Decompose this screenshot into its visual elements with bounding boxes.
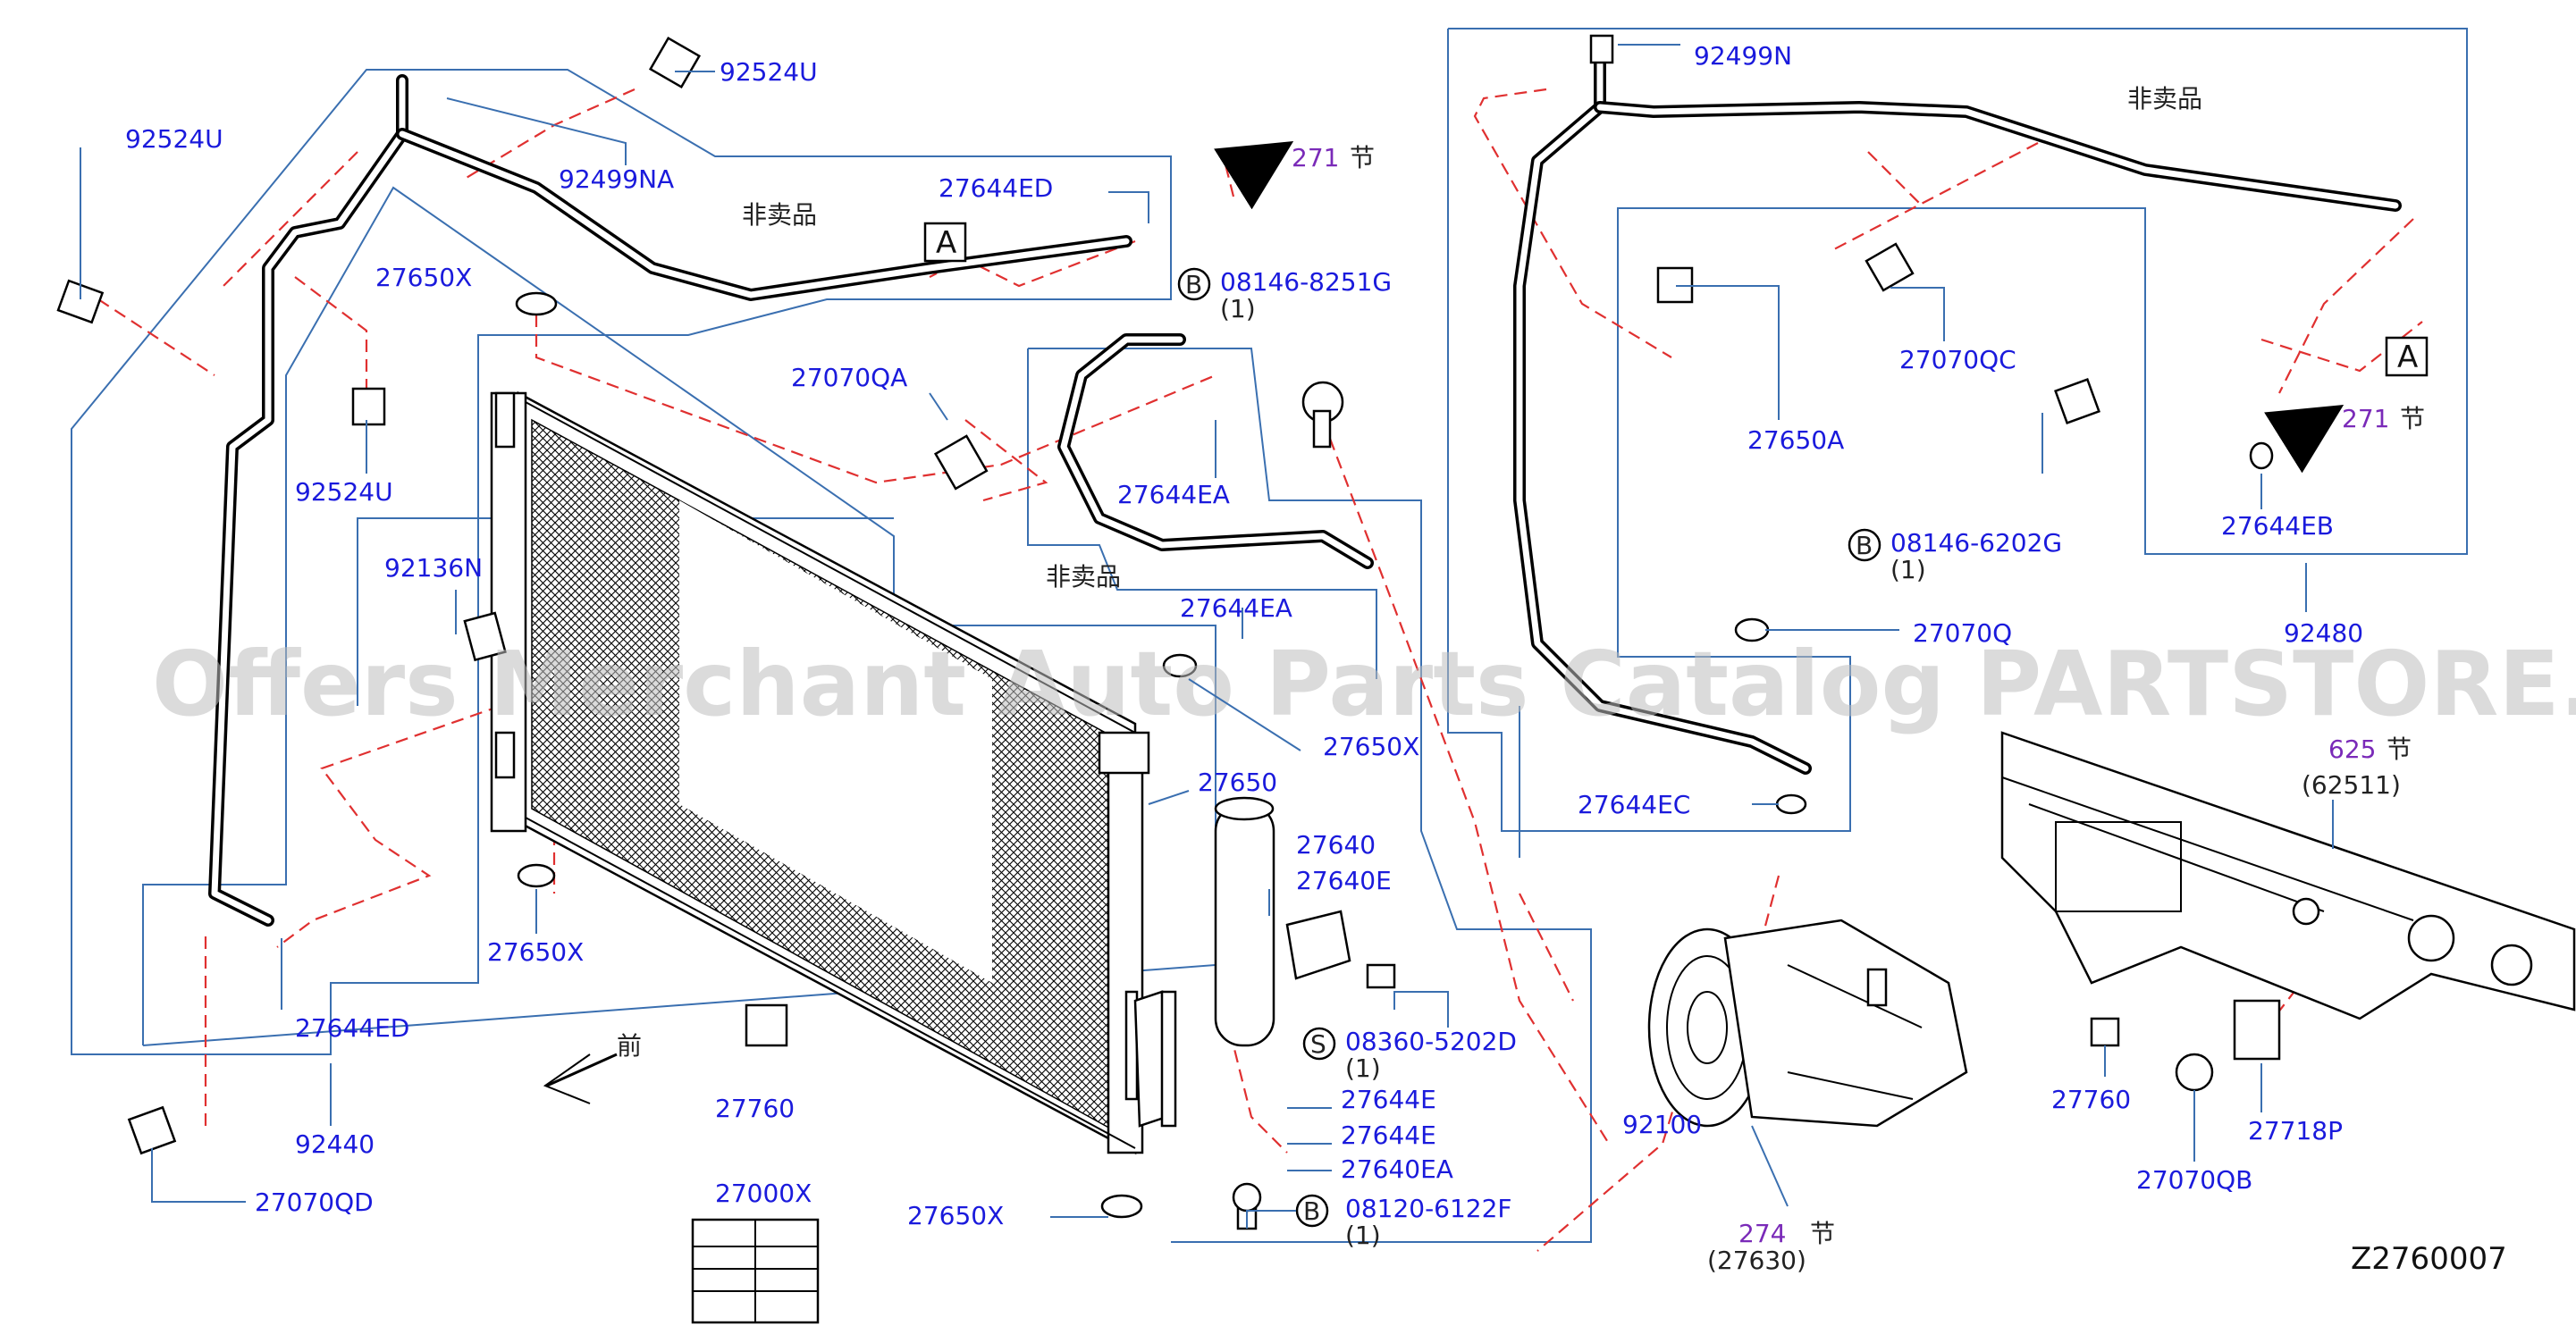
part-label-08120-6122F: 08120-6122F [1345,1194,1512,1223]
part-label-27644EB: 27644EB [2221,511,2334,541]
labels-left: 92524U 92524U 92499NA 非卖品 27644ED 271 节 … [125,57,1702,1250]
part-label-27070Q: 27070Q [1913,618,2012,648]
part-label-92524U-mid: 92524U [295,477,393,507]
labels-right: 92499N 非卖品 27070QC 27650A A 271 节 B 0814… [1578,41,2507,1277]
ref-arrow-271-top [1214,141,1294,210]
part-label-92524U-left: 92524U [125,124,223,154]
section-suffix-4: 节 [1810,1219,1835,1248]
part-label-27650X-right: 27650X [1323,732,1419,761]
callout-B-3: B [1856,531,1873,560]
section-suffix-2: 节 [2400,404,2425,433]
quantity-1a: (1) [1220,294,1256,323]
part-label-92524U-top: 92524U [720,57,818,87]
part-label-27070QA: 27070QA [791,363,907,392]
part-label-27650X-bottom: 27650X [907,1201,1004,1230]
part-label-27640E: 27640E [1296,866,1392,895]
front-arrow [543,1053,618,1104]
crossmember [2000,731,2576,1020]
section-ref-271-top: 271 [1292,143,1339,172]
part-label-27760-right: 27760 [2051,1085,2131,1114]
part-label-27000X: 27000X [715,1179,812,1208]
part-label-08360-5202D: 08360-5202D [1345,1027,1517,1056]
watermark: Offers Merchant Auto Parts Catalog PARTS… [152,632,2576,736]
section-ref-625: 625 [2328,734,2376,764]
part-label-27644ED-bottom: 27644ED [295,1013,409,1043]
part-label-27650: 27650 [1198,768,1277,797]
part-label-27644EA-upper: 27644EA [1117,480,1230,509]
callout-circle-B-1 [1177,267,1211,301]
part-label-27650X-top: 27650X [375,263,472,292]
quantity-1c: (1) [1345,1221,1381,1250]
section-suffix-1: 节 [1350,143,1375,172]
callout-B-1: B [1185,270,1202,299]
pipes [208,52,2402,927]
part-label-92136N: 92136N [384,553,483,583]
part-label-27630: (27630) [1707,1246,1806,1275]
condenser [490,390,1177,1155]
part-label-27640: 27640 [1296,830,1376,860]
part-label-92100: 92100 [1622,1110,1702,1139]
part-label-27640EA: 27640EA [1341,1154,1453,1184]
callout-A-left: A [936,225,956,261]
leader-lines [80,44,2334,1229]
section-suffix-3: 节 [2387,734,2412,764]
not-for-sale-label-3: 非卖品 [2127,84,2202,113]
part-label-27650X-mid: 27650X [487,937,584,967]
callout-box-A-left [923,222,967,263]
part-label-27644EA-lower: 27644EA [1180,593,1292,623]
part-label-08146-6202G: 08146-6202G [1890,528,2062,558]
callout-circle-B-2 [1295,1194,1329,1228]
part-label-27070QB: 27070QB [2136,1165,2252,1195]
part-label-08146-8251G: 08146-8251G [1220,267,1392,297]
part-label-27644E-upper: 27644E [1341,1085,1436,1114]
not-for-sale-label-2: 非卖品 [1046,562,1121,592]
callout-circle-S [1302,1027,1336,1061]
part-label-27644E-lower: 27644E [1341,1120,1436,1150]
part-label-92480: 92480 [2284,618,2363,648]
callout-S: S [1310,1029,1326,1059]
part-label-92440: 92440 [295,1129,375,1159]
part-label-27650A: 27650A [1747,425,1844,455]
part-label-27070QD: 27070QD [255,1188,374,1217]
not-for-sale-label-1: 非卖品 [742,200,817,230]
part-label-27718P: 27718P [2248,1116,2343,1146]
ref-arrow-271-right [2264,405,2344,474]
section-ref-274: 274 [1738,1219,1786,1248]
quantity-1b: (1) [1345,1053,1381,1083]
callout-A-right: A [2397,340,2418,375]
part-label-27760-left: 27760 [715,1094,795,1123]
label-sheet [691,1218,820,1324]
compressor [1647,919,1968,1128]
callout-circle-B-3 [1848,528,1881,562]
diagram-code: Z2760007 [2351,1241,2507,1277]
section-ref-271-right: 271 [2342,404,2389,433]
small-parts [56,34,2281,1230]
part-label-27644EC: 27644EC [1578,790,1690,819]
part-label-62511: (62511) [2302,770,2401,800]
quantity-1d: (1) [1890,555,1926,584]
callout-box-A-right [2385,336,2429,377]
part-label-92499NA: 92499NA [559,164,674,194]
part-label-27644ED-top: 27644ED [939,173,1053,203]
front-direction-label: 前 [617,1031,642,1061]
callout-B-2: B [1303,1196,1320,1226]
part-label-27070QC: 27070QC [1899,345,2016,374]
part-label-92499N: 92499N [1694,41,1792,71]
